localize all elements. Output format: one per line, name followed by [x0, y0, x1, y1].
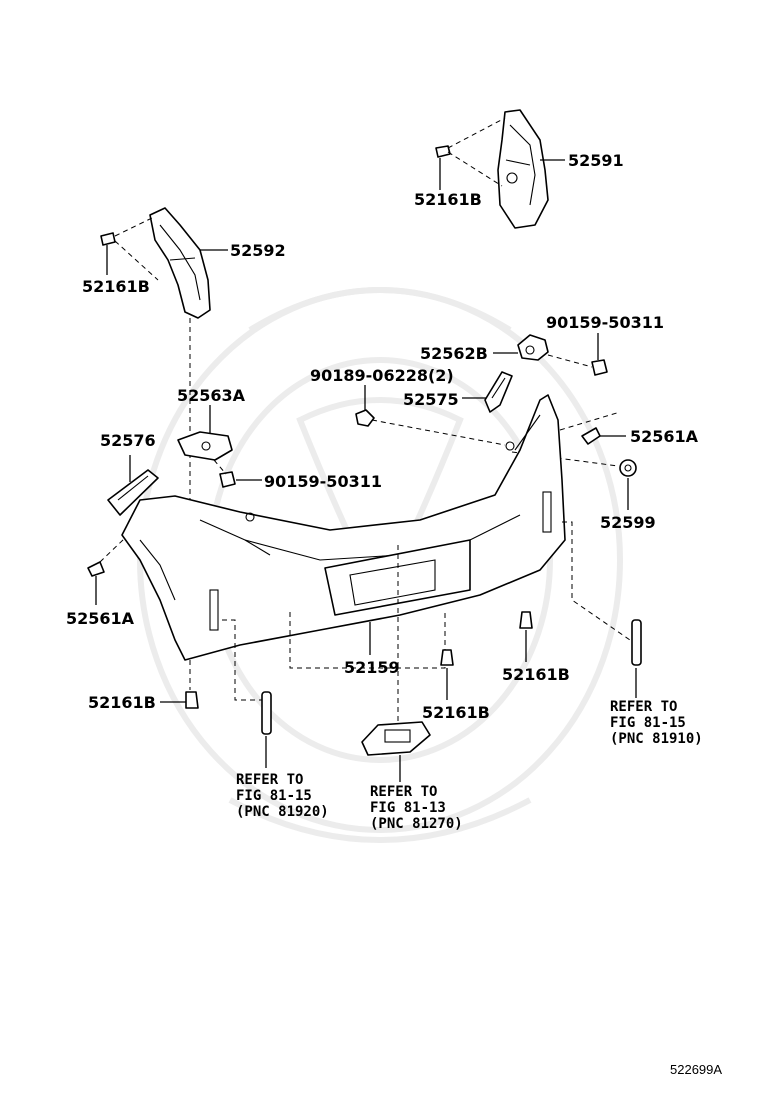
clip-52161B-right[interactable]	[519, 611, 533, 629]
svg-text:REFER TO: REFER TO	[236, 772, 303, 788]
license-lamp	[361, 721, 431, 756]
bracket-52591[interactable]	[497, 109, 549, 229]
clip-52161B-left[interactable]	[100, 232, 116, 275]
bracket-52575[interactable]	[484, 371, 513, 413]
label-52561A-left: 52561A	[66, 609, 135, 628]
clip-52161B-center[interactable]	[440, 649, 454, 666]
label-52161B-right: 52161B	[502, 665, 570, 684]
nut-52599[interactable]	[619, 459, 637, 477]
bracket-52592[interactable]	[149, 207, 211, 319]
label-52161B-top: 52161B	[414, 190, 482, 209]
label-52561A-right: 52561A	[630, 427, 699, 446]
bumper-cover-52159[interactable]	[121, 394, 566, 661]
screw-90159-50311-right[interactable]	[591, 359, 608, 376]
label-52161B-left: 52161B	[82, 277, 150, 296]
svg-text:FIG 81-15: FIG 81-15	[236, 788, 312, 804]
svg-text:FIG 81-13: FIG 81-13	[370, 800, 446, 816]
svg-text:(PNC 81920): (PNC 81920)	[236, 804, 329, 820]
svg-text:FIG 81-15: FIG 81-15	[610, 715, 686, 731]
bracket-52576[interactable]	[107, 469, 159, 516]
part-labels: 52591 52161B 52592 52161B 90159-50311 52…	[66, 151, 699, 722]
reflector-right	[631, 619, 642, 666]
clip-52161B-top[interactable]	[435, 145, 451, 190]
label-52563A: 52563A	[177, 386, 246, 405]
figure-id: 522699A	[670, 1062, 722, 1077]
label-52161B-center: 52161B	[422, 703, 490, 722]
label-52161B-bottom-left: 52161B	[88, 693, 156, 712]
reflector-left	[261, 691, 272, 735]
label-52576: 52576	[100, 431, 156, 450]
clip-90189-06228[interactable]	[355, 409, 375, 427]
refer-note-right: REFER TO FIG 81-15 (PNC 81910)	[610, 699, 703, 747]
refer-note-center: REFER TO FIG 81-13 (PNC 81270)	[370, 784, 463, 832]
label-52591: 52591	[568, 151, 624, 170]
label-52599: 52599	[600, 513, 656, 532]
svg-text:REFER TO: REFER TO	[610, 699, 677, 715]
clip-52561A-left[interactable]	[87, 561, 105, 577]
label-52562B: 52562B	[420, 344, 488, 363]
label-90159-50311-right: 90159-50311	[546, 313, 664, 332]
label-52592: 52592	[230, 241, 286, 260]
refer-note-left: REFER TO FIG 81-15 (PNC 81920)	[236, 772, 329, 820]
svg-text:(PNC 81910): (PNC 81910)	[610, 731, 703, 747]
screw-90159-50311-left[interactable]	[219, 471, 236, 488]
label-90189-06228: 90189-06228(2)	[310, 366, 454, 385]
label-52575: 52575	[403, 390, 459, 409]
label-52159: 52159	[344, 658, 400, 677]
clip-52161B-bottom-left[interactable]	[185, 691, 199, 709]
svg-text:(PNC 81270): (PNC 81270)	[370, 816, 463, 832]
label-90159-50311-left: 90159-50311	[264, 472, 382, 491]
bracket-52562B[interactable]	[517, 334, 549, 361]
bracket-52563A[interactable]	[177, 431, 233, 461]
svg-text:REFER TO: REFER TO	[370, 784, 437, 800]
